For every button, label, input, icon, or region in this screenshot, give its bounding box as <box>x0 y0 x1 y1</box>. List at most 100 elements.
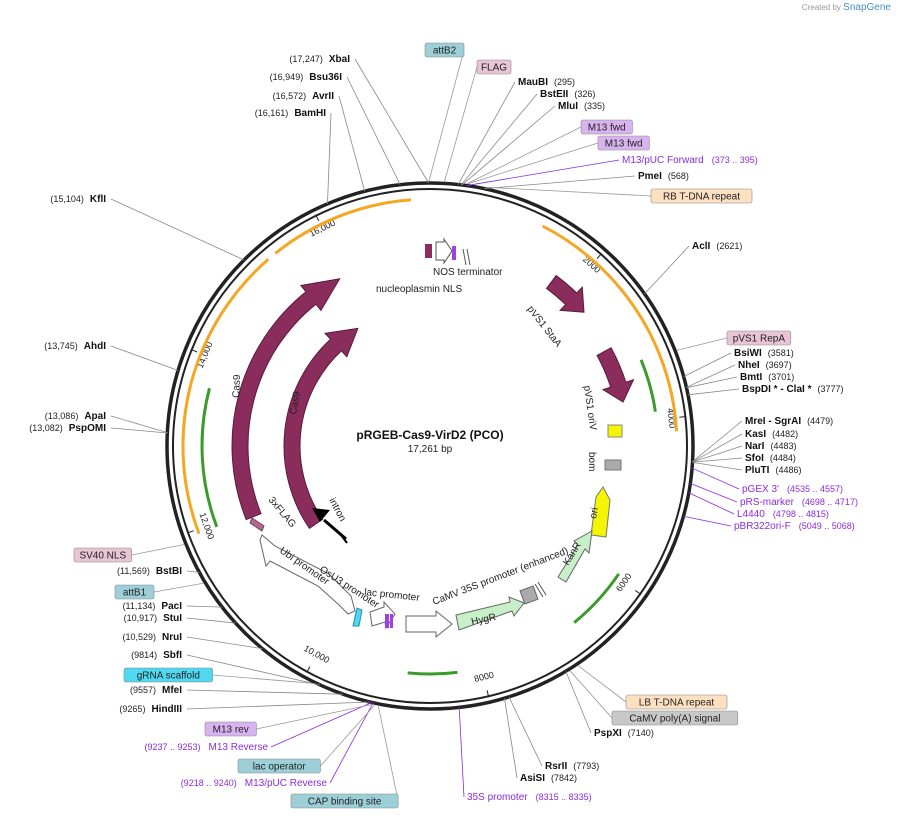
feature-box[interactable] <box>290 793 399 809</box>
enzyme-name[interactable]: PspOMI <box>69 423 106 434</box>
feature-box-label: lac operator <box>253 762 306 773</box>
feature-box[interactable] <box>73 547 132 563</box>
enzyme-name[interactable]: AsiSI <box>520 773 545 784</box>
pvs1-staa-arrow[interactable] <box>545 274 585 313</box>
camv-35s-label: CaMV 35S promoter (enhanced) <box>431 546 570 608</box>
enzyme-name[interactable]: BstBI <box>156 566 182 577</box>
primer-name[interactable]: M13/pUC Reverse <box>245 778 328 789</box>
feature-box-label: gRNA scaffold <box>137 671 200 682</box>
primer-callout-line <box>691 467 740 490</box>
nls-block[interactable] <box>425 244 432 258</box>
enzyme-position: (326) <box>574 89 595 99</box>
ori-label: ori <box>588 507 601 520</box>
cas9-inner-arrow[interactable] <box>283 327 359 530</box>
cas9-inner-label: Cas9 <box>288 390 303 415</box>
enzyme-name[interactable]: HindIII <box>151 704 182 715</box>
enzyme-name[interactable]: SfoI <box>745 453 764 464</box>
enzyme-callout-line <box>186 605 223 608</box>
feature-box-label: SV40 NLS <box>79 551 126 562</box>
feature-box-label: FLAG <box>481 63 507 74</box>
enzyme-name[interactable]: SbfI <box>163 650 182 661</box>
enzyme-name[interactable]: NruI <box>162 632 182 643</box>
camv-35s-arrow[interactable] <box>405 609 453 639</box>
enzyme-position: (7140) <box>628 728 654 738</box>
hygr-arrow[interactable] <box>455 596 525 631</box>
feature-callout-line <box>487 186 652 197</box>
primer-name[interactable]: M13/pUC Forward <box>622 155 704 166</box>
enzyme-name[interactable]: MreI - SgrAI <box>745 416 801 427</box>
enzyme-name[interactable]: PluTI <box>745 465 770 476</box>
cas9-outer-label: Cas9 <box>231 374 243 398</box>
tick-4 <box>306 666 311 673</box>
feature-box[interactable] <box>625 694 728 710</box>
enzyme-name[interactable]: BsiWI <box>734 348 762 359</box>
primer-position: (9237 .. 9253) <box>144 742 200 752</box>
enzyme-position: (4482) <box>772 429 798 439</box>
backbone-inner-ring <box>172 188 688 704</box>
enzyme-position: (10,917) <box>124 613 158 623</box>
enzyme-name[interactable]: StuI <box>163 613 182 624</box>
enzyme-name[interactable]: KasI <box>745 429 766 440</box>
enzyme-callout-line <box>692 457 743 463</box>
feature-callout-line <box>153 582 204 593</box>
enzyme-name[interactable]: BspDI * - ClaI * <box>742 384 812 395</box>
pvs1-oriv-arrow[interactable] <box>596 347 635 403</box>
grna-scaffold-block <box>352 607 363 627</box>
primer-name[interactable]: pGEX 3' <box>742 484 779 495</box>
enzyme-name[interactable]: BstEII <box>540 89 569 100</box>
tick-6 <box>190 348 198 353</box>
enzyme-name[interactable]: MauBI <box>518 77 548 88</box>
oriv-box[interactable] <box>607 424 623 438</box>
enzyme-name[interactable]: ApaI <box>84 411 106 422</box>
kanr-arrow[interactable] <box>557 530 593 583</box>
feature-box[interactable] <box>424 42 465 58</box>
feature-box[interactable] <box>597 135 650 151</box>
primer-name[interactable]: pBR322ori-F <box>734 521 791 532</box>
feature-box[interactable] <box>237 758 321 774</box>
backbone-outer-ring <box>165 181 695 711</box>
primer-callout-line <box>683 515 732 527</box>
feature-box[interactable] <box>114 584 155 600</box>
enzyme-name[interactable]: RsrII <box>545 761 567 772</box>
primer-name[interactable]: 35S promoter <box>467 792 528 803</box>
enzyme-name[interactable]: MfeI <box>162 685 182 696</box>
cas9-outer-arrow[interactable] <box>231 278 341 521</box>
nos-terminator-arrow[interactable] <box>435 237 453 265</box>
enzyme-name[interactable]: NheI <box>738 360 760 371</box>
feature-box[interactable] <box>650 188 753 204</box>
enzyme-name[interactable]: PacI <box>161 601 182 612</box>
feature-box[interactable] <box>204 721 257 737</box>
enzyme-name[interactable]: PmeI <box>638 171 662 182</box>
enzyme-callout-line <box>504 698 518 779</box>
intron-arrowhead <box>312 508 330 522</box>
feature-box[interactable] <box>726 330 792 346</box>
primer-name[interactable]: L4440 <box>737 509 765 520</box>
ubi-promoter-arrow[interactable] <box>259 534 356 615</box>
primer-name[interactable]: pRS-marker <box>740 497 795 508</box>
enzyme-name[interactable]: XbaI <box>329 54 350 65</box>
feature-box[interactable] <box>580 119 633 135</box>
primer-name[interactable]: M13 Reverse <box>209 742 269 753</box>
enzyme-name[interactable]: PspXI <box>594 728 622 739</box>
enzyme-name[interactable]: AvrII <box>312 91 334 102</box>
feature-box[interactable] <box>476 59 512 75</box>
enzyme-name[interactable]: NarI <box>745 441 765 452</box>
tick-2 <box>634 590 642 595</box>
enzyme-name[interactable]: BmtI <box>740 372 762 383</box>
ori-arrow[interactable] <box>590 486 611 538</box>
enzyme-name[interactable]: Bsu36I <box>309 72 342 83</box>
enzyme-callout-line <box>346 76 401 185</box>
enzyme-name[interactable]: BamHI <box>294 108 326 119</box>
enzyme-position: (10,529) <box>122 632 156 642</box>
feature-box[interactable] <box>123 667 213 683</box>
feature-box[interactable] <box>611 710 739 726</box>
bom-box[interactable] <box>604 459 622 471</box>
enzyme-name[interactable]: KflI <box>90 194 106 205</box>
tick-label-3: 8000 <box>473 670 495 684</box>
nos-terminator-label: NOS terminator <box>433 267 503 278</box>
enzyme-name[interactable]: MluI <box>558 101 578 112</box>
enzyme-name[interactable]: AhdI <box>84 341 106 352</box>
enzyme-position: (9557) <box>130 685 156 695</box>
3xflag-block <box>249 517 265 532</box>
enzyme-name[interactable]: AclI <box>692 241 711 252</box>
